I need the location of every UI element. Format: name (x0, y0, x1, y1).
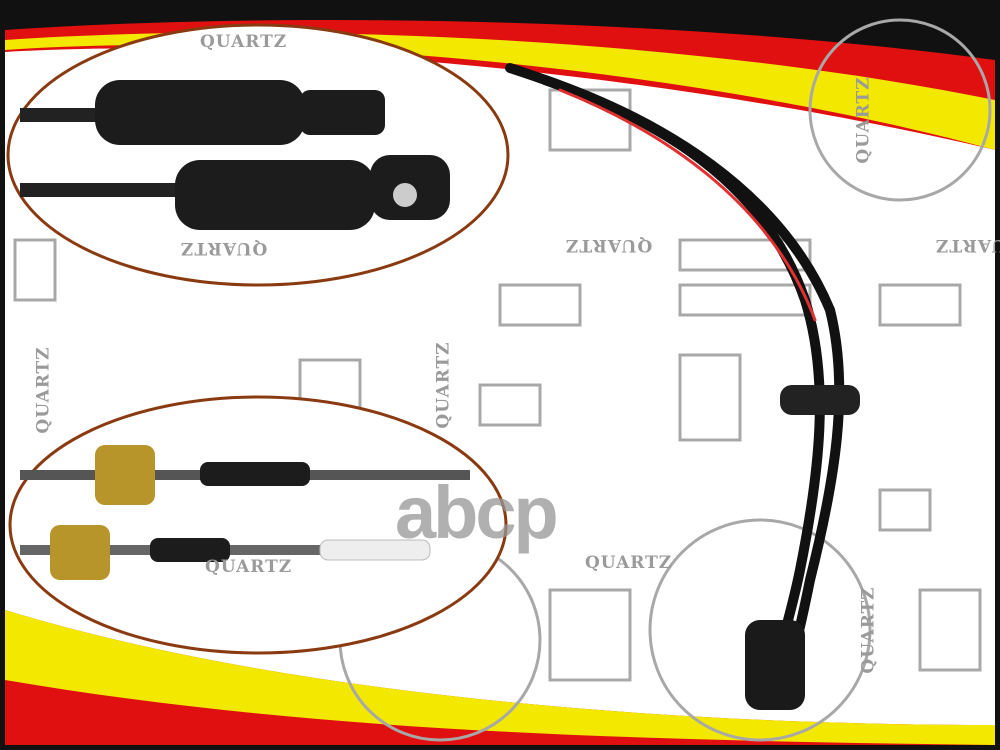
quartz-watermark: QUARTZ (935, 235, 1000, 255)
inset-bottom-ends (8, 395, 508, 655)
quartz-watermark: QUARTZ (205, 557, 293, 577)
gear-shift-cable (505, 63, 860, 710)
bottom-red-band (5, 680, 995, 745)
quartz-watermark: QUARTZ (33, 346, 54, 434)
inset-top-ends (6, 23, 510, 287)
abcp-watermark-logo: abcp (395, 471, 559, 554)
quartz-watermark: QUARTZ (858, 586, 879, 674)
top-black-band (5, 5, 995, 60)
quartz-watermark: QUARTZ (853, 76, 874, 164)
quartz-watermark: QUARTZ (585, 553, 673, 573)
top-yellow-band (5, 32, 995, 150)
quartz-watermark: QUARTZ (200, 32, 288, 52)
quartz-watermark: QUARTZ (433, 341, 454, 429)
quartz-watermark: QUARTZ (565, 235, 653, 255)
bottom-yellow-band (5, 610, 995, 745)
quartz-watermark: QUARTZ (180, 238, 268, 258)
